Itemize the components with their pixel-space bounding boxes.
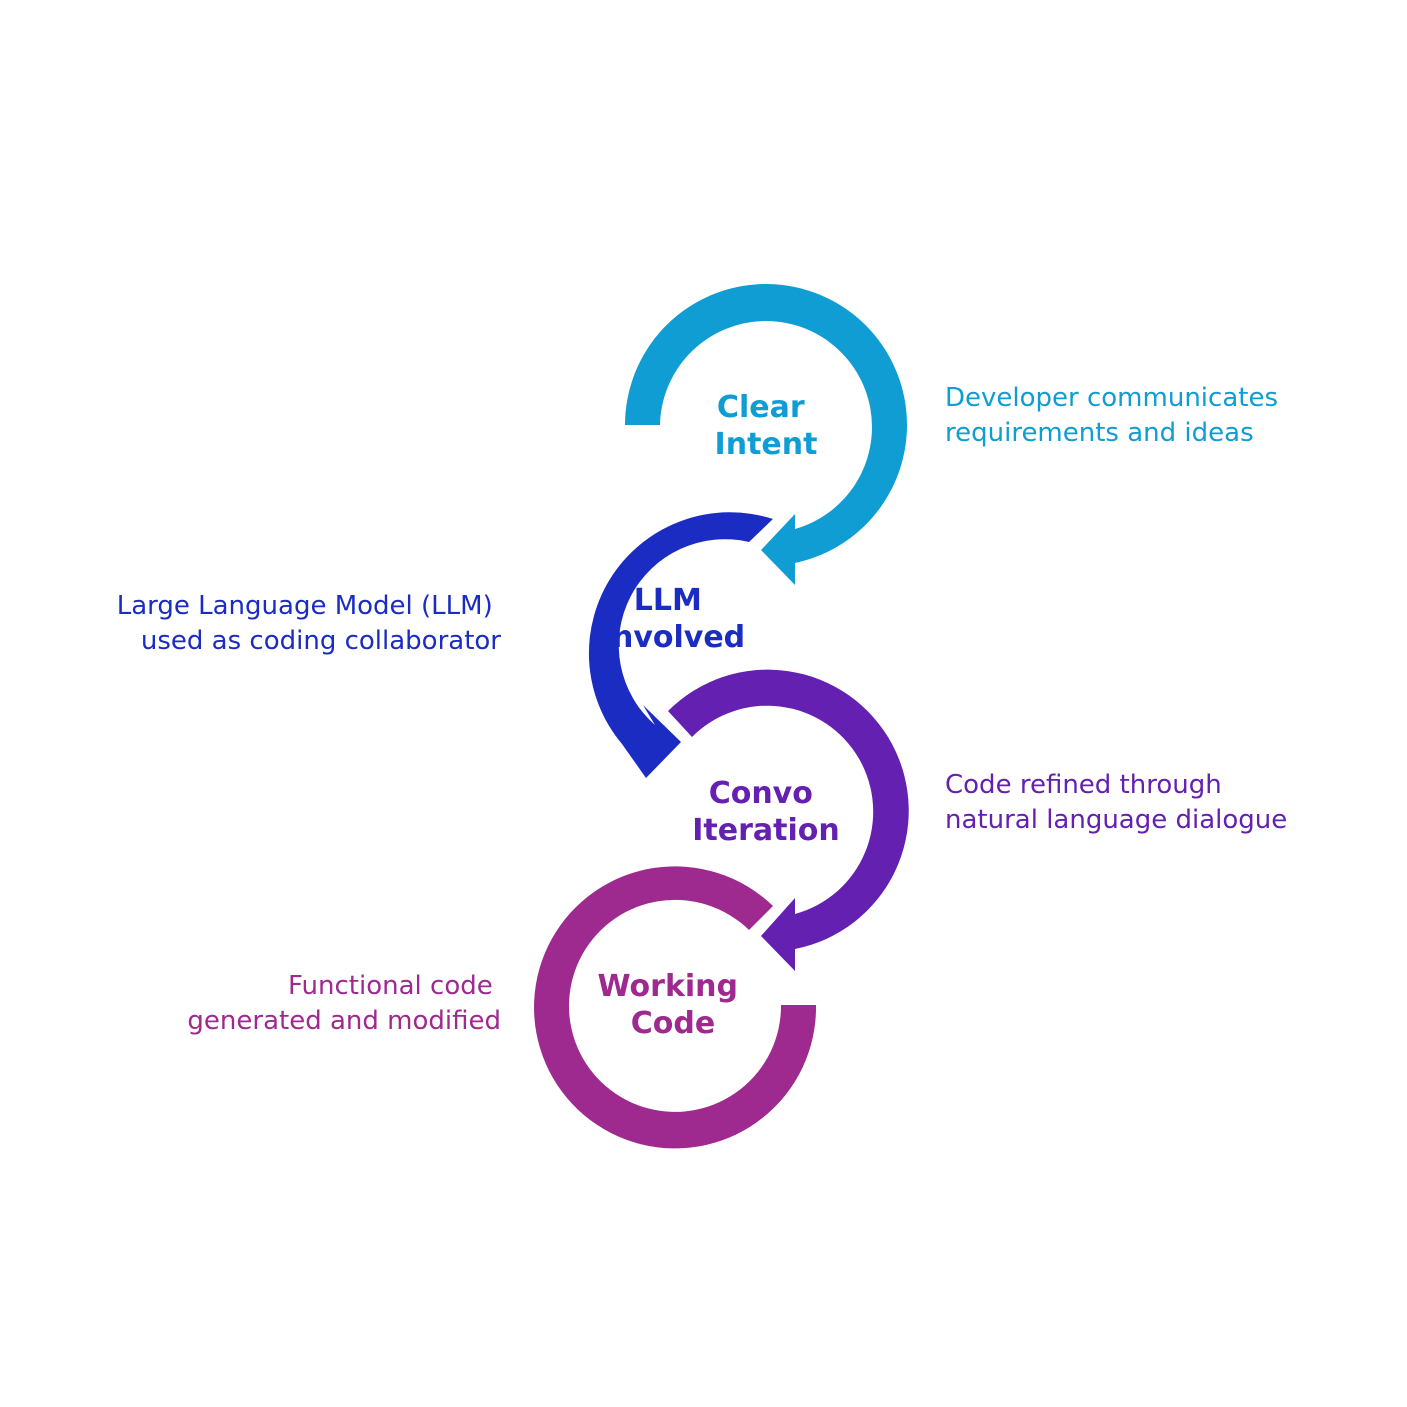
clear-intent-description: Developer communicates requirements and … [945,383,1286,448]
llm-involved-description: Large Language Model (LLM) used as codin… [117,591,502,656]
step-working-code: Working Code Functional code generated a… [187,866,817,1149]
working-code-description-line-1: Functional code [288,971,493,1001]
clear-intent-title-line-2: Intent [715,427,818,462]
clear-intent-title-line-1: Clear [717,390,805,425]
clear-intent-ring [625,284,907,585]
llm-involved-description-line-2: used as coding collaborator [141,626,501,656]
step-llm-involved: LLM Involved Large Language Model (LLM) … [117,512,773,778]
working-code-title-line-2: Code [631,1006,715,1041]
convo-iteration-description: Code refined through natural language di… [945,770,1287,835]
clear-intent-description-line-2: requirements and ideas [945,418,1254,448]
llm-involved-title: LLM Involved [601,583,745,655]
convo-iteration-title-line-1: Convo [709,776,813,811]
llm-involved-title-line-1: LLM [634,583,702,618]
llm-involved-description-line-1: Large Language Model (LLM) [117,591,493,621]
convo-iteration-description-line-2: natural language dialogue [945,805,1287,835]
working-code-title: Working Code [598,969,749,1041]
llm-involved-ring [588,512,773,778]
step-clear-intent: Clear Intent Developer communicates requ… [625,284,1286,585]
working-code-description-line-2: generated and modified [187,1006,501,1036]
clear-intent-title: Clear Intent [715,390,818,462]
convo-iteration-title-line-2: Iteration [692,813,839,848]
convo-iteration-ring [668,669,909,971]
convo-iteration-title: Convo Iteration [692,776,839,848]
working-code-title-line-1: Working [598,969,739,1004]
working-code-description: Functional code generated and modified [187,971,501,1036]
clear-intent-description-line-1: Developer communicates [945,383,1278,413]
convo-iteration-description-line-1: Code refined through [945,770,1222,800]
llm-involved-title-line-2: Involved [601,620,745,655]
step-convo-iteration: Convo Iteration Code refined through nat… [668,669,1287,971]
